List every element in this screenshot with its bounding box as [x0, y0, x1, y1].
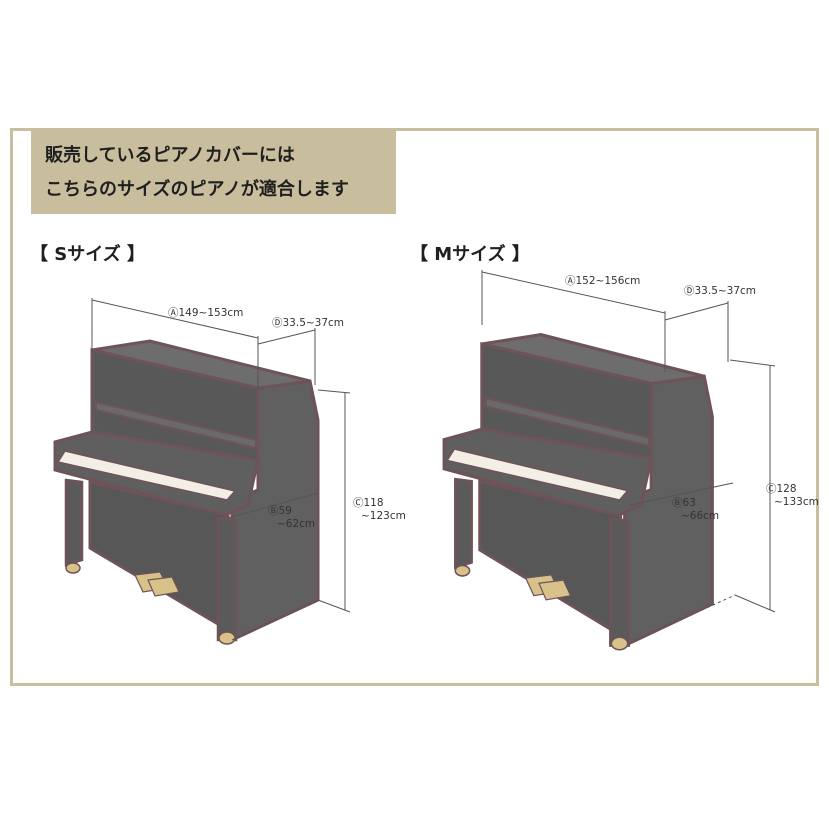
content-frame	[10, 128, 819, 686]
s-depth-base-label-1: Ⓑ59	[268, 505, 292, 517]
m-depth-top-label: Ⓓ33.5~37cm	[684, 285, 756, 297]
s-depth-base-label-2: ~62cm	[277, 518, 315, 530]
banner-line-2: こちらのサイズのピアノが適合します	[45, 179, 349, 200]
m-depth-base-label-1: Ⓑ63	[672, 497, 696, 509]
m-depth-base-label-2: ~66cm	[681, 510, 719, 522]
title-banner: 販売しているピアノカバーには こちらのサイズのピアノが適合します	[31, 128, 396, 214]
m-height-label-2: ~133cm	[774, 496, 819, 508]
m-width-label: Ⓐ152~156cm	[565, 275, 640, 287]
m-height-label-1: Ⓒ128	[766, 483, 797, 495]
m-piano-drawing: Ⓐ152~156cm Ⓓ33.5~37cm Ⓑ63 ~66cm Ⓒ128 ~13…	[442, 270, 819, 652]
s-width-label: Ⓐ149~153cm	[168, 307, 243, 319]
banner-line-1: 販売しているピアノカバーには	[45, 145, 295, 166]
s-piano-drawing: Ⓐ149~153cm Ⓓ33.5~37cm Ⓑ59 ~62cm Ⓒ118 ~12…	[53, 298, 406, 646]
s-size-label: 【 Sサイズ 】	[30, 244, 145, 265]
s-depth-top-label: Ⓓ33.5~37cm	[272, 317, 344, 329]
s-height-label-2: ~123cm	[361, 510, 406, 522]
s-height-label-1: Ⓒ118	[353, 497, 384, 509]
m-size-label: 【 Mサイズ 】	[410, 244, 530, 265]
